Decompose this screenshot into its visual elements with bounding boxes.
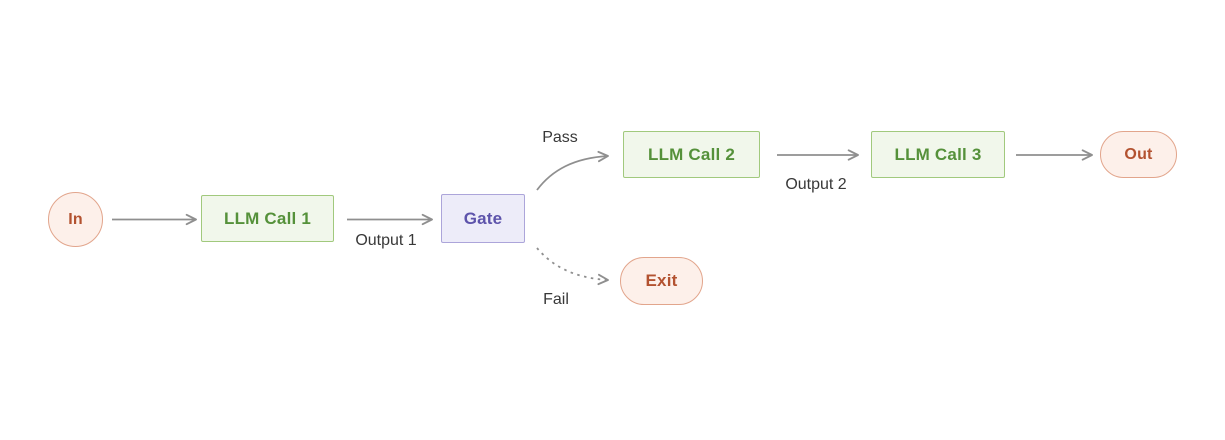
node-llm-call-3: LLM Call 3: [871, 131, 1005, 178]
node-in: In: [48, 192, 103, 247]
node-out: Out: [1100, 131, 1177, 178]
edge-label-output-2: Output 2: [785, 176, 847, 193]
node-llm-call-1-label: LLM Call 1: [223, 208, 311, 228]
node-llm-call-3-label: LLM Call 3: [894, 144, 982, 164]
edge-gate-pass-to-llm2: [536, 150, 609, 191]
node-llm-call-2: LLM Call 2: [623, 131, 760, 178]
node-exit: Exit: [620, 257, 703, 305]
node-out-label: Out: [1124, 145, 1153, 163]
edge-label-output-1: Output 1: [355, 232, 417, 249]
node-llm-call-1: LLM Call 1: [201, 195, 334, 242]
node-gate: Gate: [441, 194, 525, 243]
edge-label-fail: Fail: [543, 291, 569, 308]
node-llm-call-2-label: LLM Call 2: [647, 144, 735, 164]
edge-gate-fail-to-exit: [536, 247, 609, 286]
edge-label-pass: Pass: [542, 129, 578, 146]
node-exit-label: Exit: [645, 271, 678, 290]
node-in-label: In: [68, 210, 83, 228]
node-gate-label: Gate: [463, 208, 503, 228]
